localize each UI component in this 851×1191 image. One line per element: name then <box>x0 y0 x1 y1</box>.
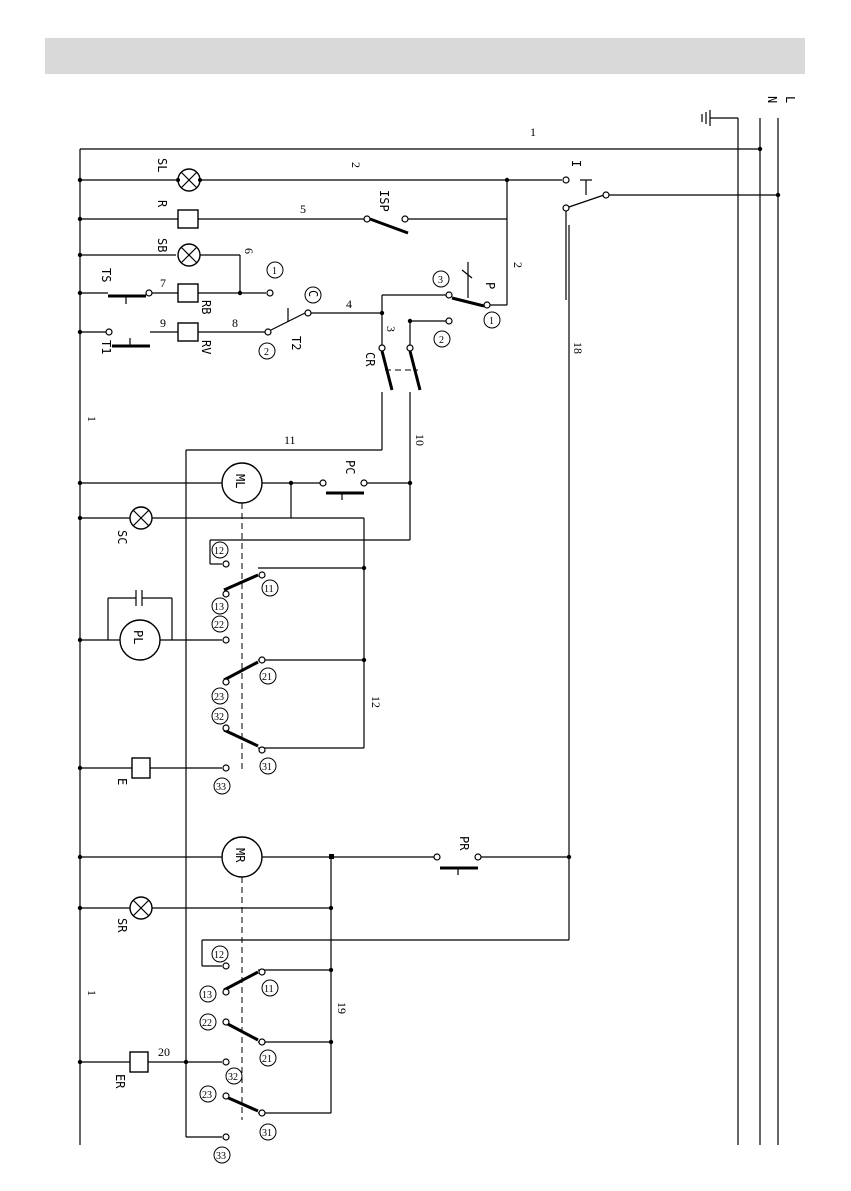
label-ml: ML <box>233 474 247 488</box>
wire-label-12: 12 <box>369 696 383 708</box>
wire-label-20: 20 <box>158 1045 170 1059</box>
row-sb: SB 6 <box>78 238 256 293</box>
svg-text:13: 13 <box>214 602 224 613</box>
svg-text:23: 23 <box>214 692 224 703</box>
svg-text:31: 31 <box>262 762 272 773</box>
label-pr: PR <box>457 836 471 851</box>
svg-text:33: 33 <box>216 1151 226 1162</box>
mr-group: MR PR SR 19 20 <box>78 836 571 1137</box>
wire-label-9: 9 <box>160 316 166 330</box>
svg-text:12: 12 <box>214 546 224 557</box>
wire-label-1: 1 <box>85 990 99 996</box>
row-sl: SL 2 <box>78 158 509 191</box>
wire-label-7: 7 <box>160 276 166 290</box>
label-t2: T2 <box>289 336 303 350</box>
label-rb: RB <box>199 300 213 314</box>
label-i: I <box>569 160 583 167</box>
label-er: ER <box>113 1074 127 1089</box>
wire-label-1: 1 <box>85 416 99 422</box>
label-p: P <box>483 282 497 289</box>
wire-label-6: 6 <box>242 248 256 254</box>
wire-label-19: 19 <box>335 1002 349 1014</box>
wire-label-11: 11 <box>284 433 296 447</box>
svg-text:23: 23 <box>202 1090 212 1101</box>
label-isp: ISP <box>377 190 391 212</box>
svg-text:32: 32 <box>228 1072 238 1083</box>
svg-text:22: 22 <box>202 1018 212 1029</box>
wire-label-1: 1 <box>530 125 536 139</box>
main-switch-i: I 18 <box>200 160 780 940</box>
valve-er-icon <box>130 1052 148 1072</box>
svg-text:1: 1 <box>489 316 494 327</box>
svg-text:3: 3 <box>438 275 443 286</box>
wire-label-2: 2 <box>511 262 525 268</box>
svg-text:2: 2 <box>264 347 269 358</box>
svg-text:11: 11 <box>264 984 274 995</box>
supply-n-label: N <box>765 96 779 103</box>
label-e: E <box>115 778 129 785</box>
resistor-r-icon <box>178 210 198 228</box>
row-r: R 5 ISP 2 <box>78 180 525 305</box>
label-sc: SC <box>115 530 129 544</box>
svg-text:1: 1 <box>272 266 277 277</box>
svg-text:31: 31 <box>262 1128 272 1139</box>
label-ts: TS <box>99 268 113 282</box>
svg-text:13: 13 <box>202 990 212 1001</box>
svg-text:11: 11 <box>264 584 274 595</box>
earth-icon <box>702 110 738 126</box>
svg-text:21: 21 <box>262 1054 272 1065</box>
svg-text:33: 33 <box>216 782 226 793</box>
label-rv: RV <box>199 340 213 354</box>
label-pc: PC <box>343 460 357 474</box>
mr-contact-markers: 12 11 13 22 21 32 23 31 33 <box>200 946 278 1163</box>
label-sr: SR <box>115 918 129 933</box>
svg-text:12: 12 <box>214 950 224 961</box>
wire-label-5: 5 <box>300 202 306 216</box>
label-sb: SB <box>155 238 169 252</box>
svg-text:2: 2 <box>439 335 444 346</box>
label-r: R <box>155 200 169 208</box>
valve-e-icon <box>132 758 150 778</box>
wire-label-2: 2 <box>349 162 363 168</box>
wire-label-10: 10 <box>413 434 427 446</box>
wire-label-4: 4 <box>346 297 352 311</box>
wire-label-18: 18 <box>571 342 585 354</box>
label-sl: SL <box>155 158 169 172</box>
label-t1: T1 <box>99 340 113 354</box>
row-ts: TS RB 7 1 <box>78 262 283 314</box>
svg-text:22: 22 <box>214 620 224 631</box>
supply-rails: N L <box>702 96 797 1145</box>
row-t1: T1 RV 9 8 T2 2 C <box>78 287 321 359</box>
svg-text:32: 32 <box>214 712 224 723</box>
label-c: C <box>306 290 320 297</box>
label-mr: MR <box>233 848 247 863</box>
label-pl: PL <box>131 630 145 644</box>
label-cr: CR <box>363 352 377 367</box>
supply-l-label: L <box>783 96 797 103</box>
wire-label-3: 3 <box>384 326 398 332</box>
svg-text:21: 21 <box>262 672 272 683</box>
ml-group: ML PC SC 12 PL <box>78 460 412 785</box>
wire-label-8: 8 <box>232 316 238 330</box>
